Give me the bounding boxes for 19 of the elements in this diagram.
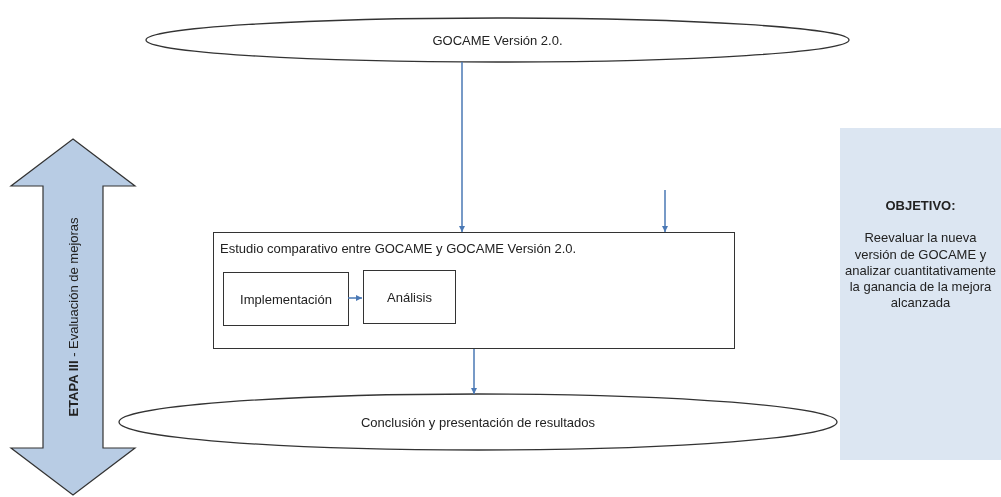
double-arrow-band bbox=[10, 138, 136, 496]
arrow bbox=[662, 189, 668, 233]
arrow bbox=[347, 295, 363, 301]
arrow bbox=[459, 61, 465, 233]
node-label: GOCAME Versión 2.0. bbox=[432, 32, 563, 48]
ellipse-node bbox=[145, 17, 850, 63]
process-box bbox=[223, 272, 349, 326]
stage-label: ETAPA III - Evaluación de mejoras bbox=[65, 217, 81, 417]
objective-panel bbox=[840, 128, 1001, 460]
node-label: Análisis bbox=[387, 289, 432, 305]
node-label: Conclusión y presentación de resultados bbox=[360, 414, 596, 430]
box-title: Estudio comparativo entre GOCAME y GOCAME Versión 2.0. bbox=[220, 241, 577, 256]
objective-heading: OBJETIVO: bbox=[884, 198, 957, 215]
process-box bbox=[213, 232, 735, 349]
ellipse-node bbox=[118, 393, 838, 451]
arrow bbox=[471, 348, 477, 395]
objective-text: Reevaluar la nueva versión de GOCAME y analizar cuantitativamente la ganancia de la mejora alcanzada bbox=[844, 230, 997, 312]
node-label: Implementación bbox=[240, 291, 332, 307]
process-box bbox=[363, 270, 456, 324]
